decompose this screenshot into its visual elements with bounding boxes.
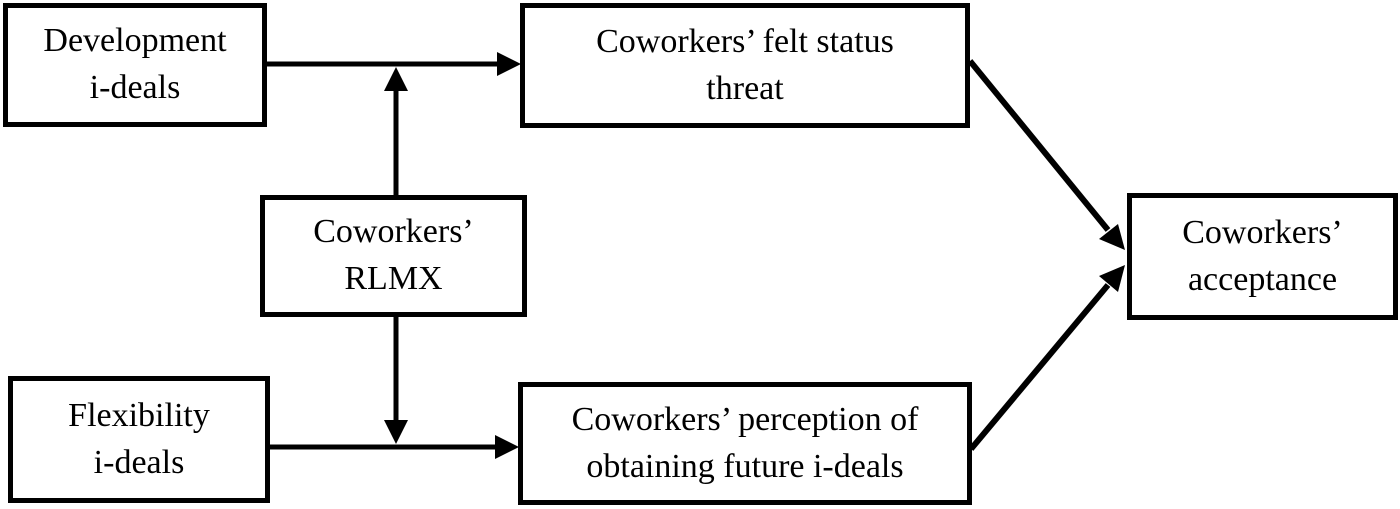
node-development-ideals-label: Development i-deals [43, 22, 227, 106]
node-development-ideals: Development i-deals [3, 3, 267, 127]
arrow-development-to-felt-status-threat [266, 52, 521, 76]
node-perception-future-ideals: Coworkers’ perception of obtaining futur… [518, 382, 972, 505]
node-perception-future-ideals-label: Coworkers’ perception of obtaining futur… [571, 400, 919, 485]
arrow-flexibility-to-perception [269, 435, 519, 459]
node-felt-status-threat-label: Coworkers’ felt status threat [596, 22, 894, 107]
arrow-rlmx-moderation-down [384, 316, 408, 444]
node-coworkers-rlmx: Coworkers’ RLMX [260, 195, 527, 317]
arrow-rlmx-moderation-up [384, 67, 408, 196]
arrow-threat-to-acceptance [967, 59, 1125, 250]
node-coworkers-rlmx-label: Coworkers’ RLMX [313, 213, 474, 297]
arrow-perception-to-acceptance [968, 265, 1125, 451]
node-felt-status-threat: Coworkers’ felt status threat [520, 3, 970, 128]
node-coworkers-acceptance-label: Coworkers’ acceptance [1182, 213, 1343, 298]
node-coworkers-acceptance: Coworkers’ acceptance [1127, 193, 1398, 320]
node-flexibility-ideals: Flexibility i-deals [8, 376, 270, 503]
node-flexibility-ideals-label: Flexibility i-deals [68, 396, 210, 481]
